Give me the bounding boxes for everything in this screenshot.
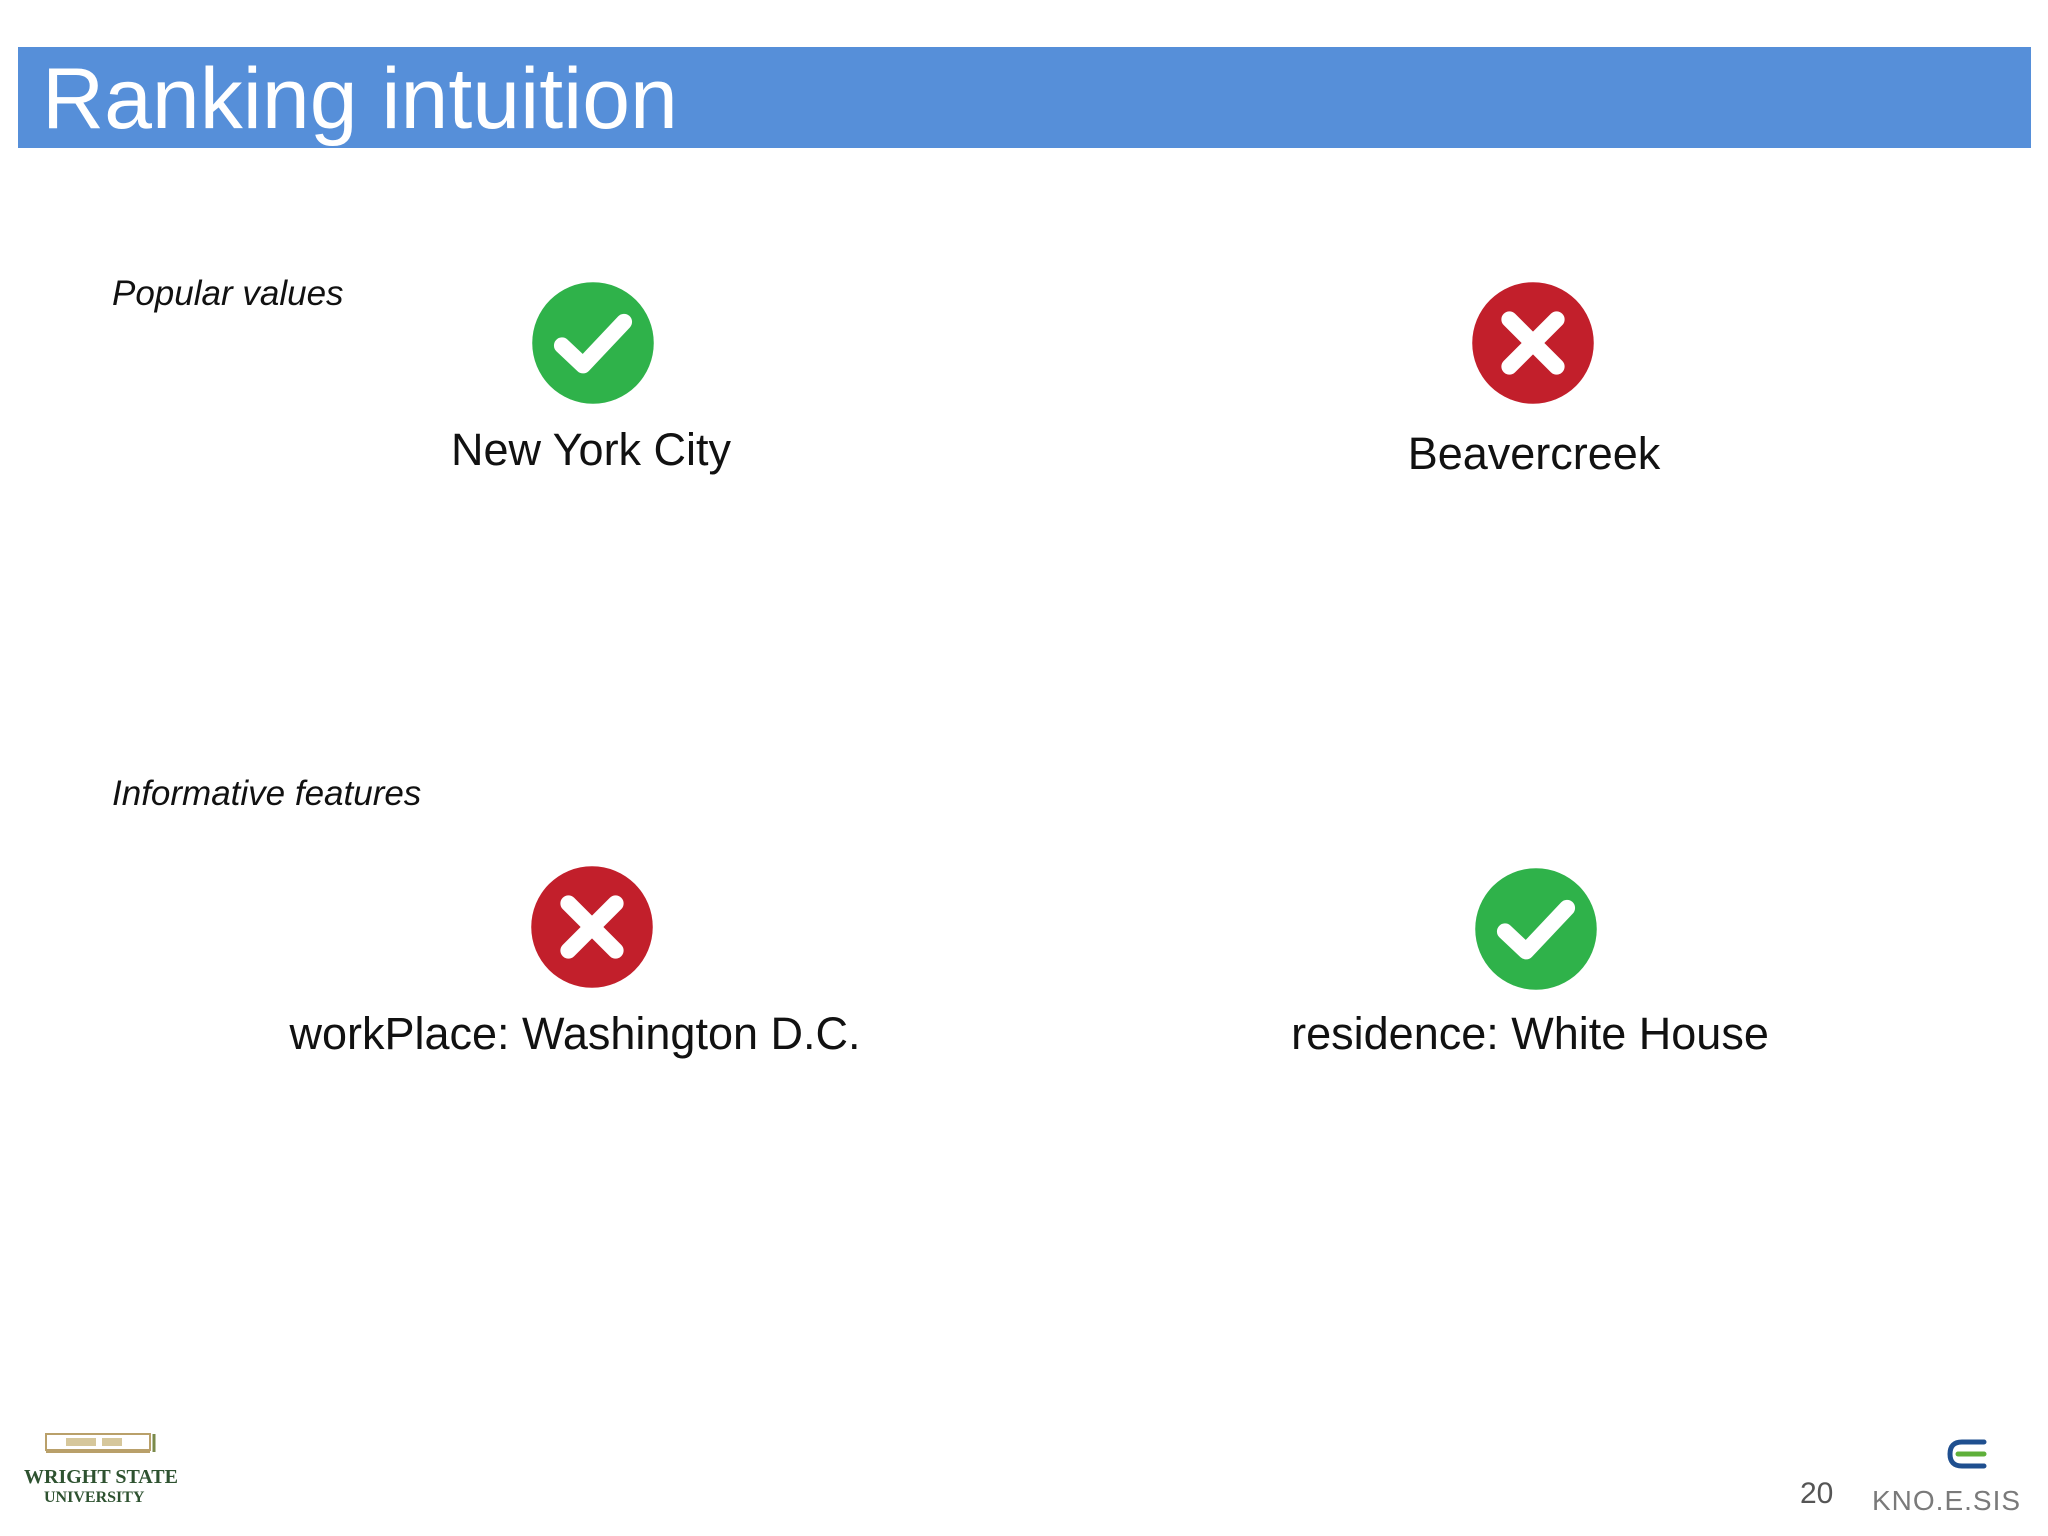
section-label-popular-values: Popular values (112, 274, 344, 313)
x-circle-icon (1471, 281, 1595, 405)
svg-text:UNIVERSITY: UNIVERSITY (44, 1489, 145, 1506)
svg-text:KNO.E.SIS: KNO.E.SIS (1872, 1485, 2021, 1516)
item-label-new-york-city: New York City (450, 424, 732, 475)
x-circle-icon (530, 865, 654, 989)
slide-title: Ranking intuition (42, 51, 678, 147)
item-label-beavercreek: Beavercreek (1407, 428, 1661, 479)
svg-text:WRIGHT STATE: WRIGHT STATE (24, 1466, 178, 1488)
wright-state-university-logo: WRIGHT STATE UNIVERSITY (22, 1430, 182, 1510)
checkmark-circle-icon (1474, 867, 1598, 991)
item-label-residence: residence: White House (1291, 1008, 1769, 1059)
knoesis-logo: KNO.E.SIS (1866, 1432, 2026, 1518)
page-number: 20 (1800, 1477, 1834, 1510)
title-bar: Ranking intuition (18, 47, 2031, 148)
item-label-workplace: workPlace: Washington D.C. (289, 1008, 861, 1059)
section-label-informative-features: Informative features (112, 774, 422, 813)
checkmark-circle-icon (531, 281, 655, 405)
